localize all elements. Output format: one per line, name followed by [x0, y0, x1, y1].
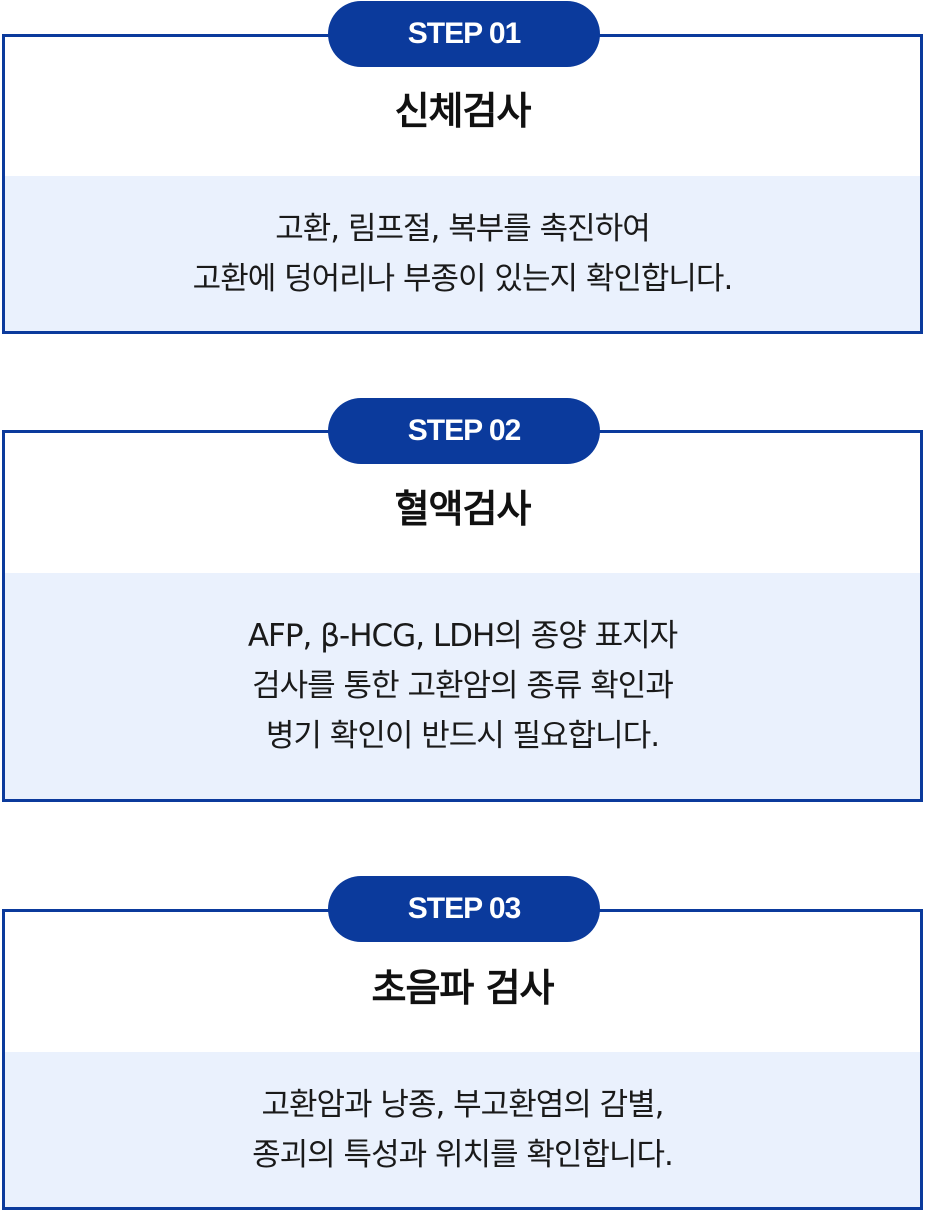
step-02-description-line-2: 검사를 통한 고환암의 종류 확인과	[252, 668, 674, 704]
step-02-description-line-1: AFP, β-HCG, LDH의 종양 표지자	[247, 618, 678, 654]
step-01-description: 고환, 림프절, 복부를 촉진하여 고환에 덩어리나 부종이 있는지 확인합니다…	[5, 176, 920, 331]
step-03-card: 초음파 검사 고환암과 낭종, 부고환염의 감별, 종괴의 특성과 위치를 확인…	[2, 909, 923, 1210]
step-03-title: 초음파 검사	[371, 965, 554, 1010]
step-02-description: AFP, β-HCG, LDH의 종양 표지자 검사를 통한 고환암의 종류 확…	[5, 573, 920, 799]
step-01-badge: STEP 01	[328, 1, 600, 67]
step-03-description-line-2: 종괴의 특성과 위치를 확인합니다.	[252, 1136, 674, 1173]
step-01-description-line-1: 고환, 림프절, 복부를 촉진하여	[275, 210, 651, 247]
step-01-description-line-2: 고환에 덩어리나 부종이 있는지 확인합니다.	[192, 260, 734, 297]
step-02-title-area: 혈액검사	[5, 433, 920, 573]
step-02-title: 혈액검사	[394, 486, 532, 531]
step-03-badge: STEP 03	[328, 876, 600, 942]
step-02-badge: STEP 02	[328, 398, 600, 464]
step-03-description: 고환암과 낭종, 부고환염의 감별, 종괴의 특성과 위치를 확인합니다.	[5, 1052, 920, 1207]
step-01-card: 신체검사 고환, 림프절, 복부를 촉진하여 고환에 덩어리나 부종이 있는지 …	[2, 34, 923, 334]
step-02-card: 혈액검사 AFP, β-HCG, LDH의 종양 표지자 검사를 통한 고환암의…	[2, 430, 923, 802]
step-01-title: 신체검사	[394, 89, 532, 133]
step-03-description-line-1: 고환암과 낭종, 부고환염의 감별,	[261, 1086, 664, 1123]
step-02-description-line-3: 병기 확인이 반드시 필요합니다.	[265, 718, 660, 754]
